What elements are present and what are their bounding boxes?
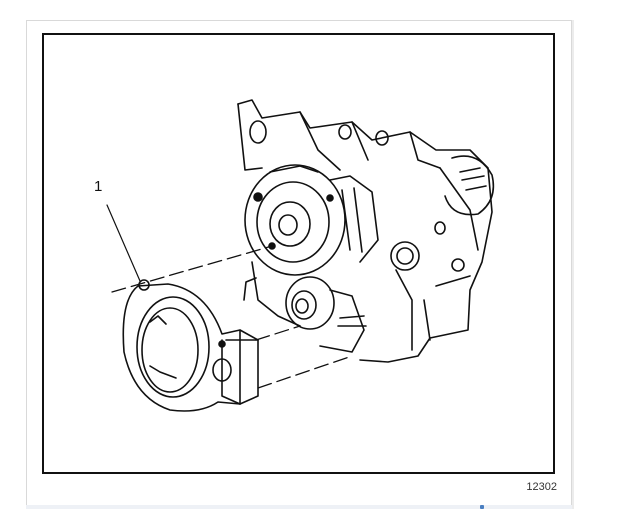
blue-marker-icon: [480, 505, 484, 509]
figure-frame: [42, 33, 555, 474]
water-pump-pulley: [244, 164, 420, 276]
callout-number-1: 1: [94, 178, 103, 195]
card-shadow: [572, 20, 574, 509]
callout-leader-1: [106, 204, 141, 282]
engine-block: [237, 99, 495, 363]
alignment-lines: [111, 245, 353, 389]
crankshaft-area: [243, 261, 367, 353]
viewer-bottom-strip: [26, 505, 572, 509]
figure-id-label: 12302: [526, 481, 557, 493]
front-cover: [122, 279, 259, 412]
